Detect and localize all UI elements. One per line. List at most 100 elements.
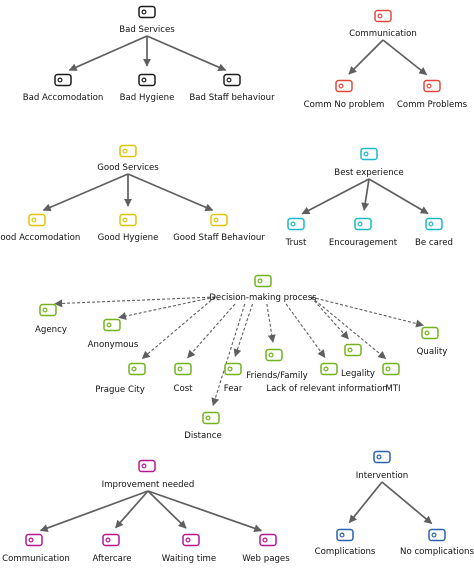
code-tag-icon xyxy=(360,147,378,161)
code-tag-icon xyxy=(138,5,156,19)
node-intervention-complications-label: Complications xyxy=(315,547,376,557)
edge-decision-making-lack-of-relevant-information xyxy=(285,303,326,358)
code-tag-icon xyxy=(138,459,156,473)
node-improvement-needed-waiting-time-label: Waiting time xyxy=(162,554,216,564)
node-decision-making-agency-label: Agency xyxy=(35,325,67,335)
node-bad-services-bad-staff-behaviour-label: Bad Staff behaviour xyxy=(189,93,275,103)
edge-communication-comm-no-problem xyxy=(348,39,384,75)
node-bad-services-root-label: Bad Services xyxy=(119,25,175,35)
node-good-services-good-staff-behaviour-label: Good Staff Behaviour xyxy=(173,233,265,243)
code-tag-icon xyxy=(138,73,156,87)
code-tag-icon xyxy=(354,217,372,231)
edge-decision-making-legality xyxy=(310,296,349,340)
edge-best-experience-trust xyxy=(301,178,370,215)
edge-improvement-needed-aftercare xyxy=(114,490,149,529)
code-tag-icon xyxy=(210,213,228,227)
edge-decision-making-friends-family xyxy=(266,303,276,343)
code-tag-icon xyxy=(254,274,272,288)
node-decision-making-root-label: Decision-making process xyxy=(209,293,317,303)
node-good-services-good-accomodation-label: Good Accomodation xyxy=(0,233,80,243)
node-best-experience-root-label: Best experience xyxy=(334,168,403,178)
edge-improvement-needed-communication xyxy=(39,490,149,532)
edge-decision-making-fear xyxy=(233,303,254,358)
code-tag-icon xyxy=(128,362,146,376)
node-improvement-needed-aftercare-label: Aftercare xyxy=(92,554,131,564)
node-decision-making-fear-label: Fear xyxy=(224,384,243,394)
code-tag-icon xyxy=(174,362,192,376)
edge-intervention-no-complications xyxy=(381,481,433,525)
node-decision-making-lack-of-relevant-information-label: Lack of relevant information xyxy=(266,384,387,394)
node-good-services-root-label: Good Services xyxy=(97,163,159,173)
code-tag-icon xyxy=(374,9,392,23)
code-tag-icon xyxy=(336,528,354,542)
node-intervention-root-label: Intervention xyxy=(356,471,408,481)
edge-good-services-good-staff-behaviour xyxy=(127,173,214,212)
node-bad-services-bad-accomodation-label: Bad Accomodation xyxy=(23,93,104,103)
node-decision-making-anonymous-label: Anonymous xyxy=(88,340,139,350)
edge-decision-making-distance xyxy=(211,303,246,407)
code-tag-icon xyxy=(382,362,400,376)
edge-bad-services-bad-staff-behaviour xyxy=(146,35,227,72)
code-tag-icon xyxy=(28,213,46,227)
code-tag-icon xyxy=(259,533,277,547)
code-tag-icon xyxy=(39,303,57,317)
code-tag-icon xyxy=(287,217,305,231)
code-tag-icon xyxy=(202,411,220,425)
node-decision-making-prague-city-label: Prague City xyxy=(95,385,145,395)
node-decision-making-friends-family-label: Friends/Family xyxy=(246,371,307,381)
edge-communication-comm-problems xyxy=(382,39,428,76)
node-communication-comm-problems-label: Comm Problems xyxy=(397,100,468,110)
group-decision-making: Decision-making processAgencyAnonymousPr… xyxy=(35,274,447,441)
edge-best-experience-encouragement xyxy=(361,178,370,211)
node-communication-comm-no-problem-label: Comm No problem xyxy=(304,100,385,110)
edge-improvement-needed-web-pages xyxy=(147,490,263,533)
node-best-experience-encouragement-label: Encouragement xyxy=(329,238,398,248)
node-decision-making-mti-label: MTI xyxy=(385,384,400,394)
code-tag-icon xyxy=(224,362,242,376)
code-tag-icon xyxy=(344,343,362,357)
edge-decision-making-agency xyxy=(54,296,216,308)
code-tag-icon xyxy=(335,79,353,93)
edge-best-experience-be-cared xyxy=(368,178,429,215)
code-tag-icon xyxy=(25,533,43,547)
node-bad-services-bad-hygiene-label: Bad Hygiene xyxy=(120,93,175,103)
edge-decision-making-anonymous xyxy=(118,296,216,320)
edge-decision-making-prague-city xyxy=(141,296,216,359)
code-tag-icon xyxy=(119,213,137,227)
node-improvement-needed-communication-label: Communication xyxy=(2,554,70,564)
node-decision-making-legality-label: Legality xyxy=(341,369,375,379)
edge-intervention-complications xyxy=(348,481,383,524)
node-intervention-no-complications-label: No complications xyxy=(400,547,474,557)
edges-layer xyxy=(39,35,433,533)
node-decision-making-cost-label: Cost xyxy=(173,384,193,394)
edge-bad-services-bad-accomodation xyxy=(68,35,148,71)
code-tag-icon xyxy=(102,533,120,547)
node-best-experience-be-cared-label: Be cared xyxy=(415,238,453,248)
code-tag-icon xyxy=(428,528,446,542)
code-tag-icon xyxy=(425,217,443,231)
edge-good-services-good-accomodation xyxy=(42,173,129,212)
node-good-services-good-hygiene-label: Good Hygiene xyxy=(98,233,159,243)
edge-improvement-needed-waiting-time xyxy=(147,490,187,529)
code-tag-icon xyxy=(103,318,121,332)
code-tag-icon xyxy=(54,73,72,87)
edge-decision-making-quality xyxy=(310,296,424,328)
code-tag-icon xyxy=(423,79,441,93)
node-decision-making-distance-label: Distance xyxy=(184,431,222,441)
edge-decision-making-cost xyxy=(187,303,236,359)
node-best-experience-trust-label: Trust xyxy=(285,238,307,248)
code-tag-icon xyxy=(421,326,439,340)
code-tag-icon xyxy=(320,362,338,376)
node-improvement-needed-web-pages-label: Web pages xyxy=(242,554,290,564)
code-tag-icon xyxy=(265,348,283,362)
code-tag-icon xyxy=(223,73,241,87)
node-improvement-needed-root-label: Improvement needed xyxy=(102,480,195,490)
